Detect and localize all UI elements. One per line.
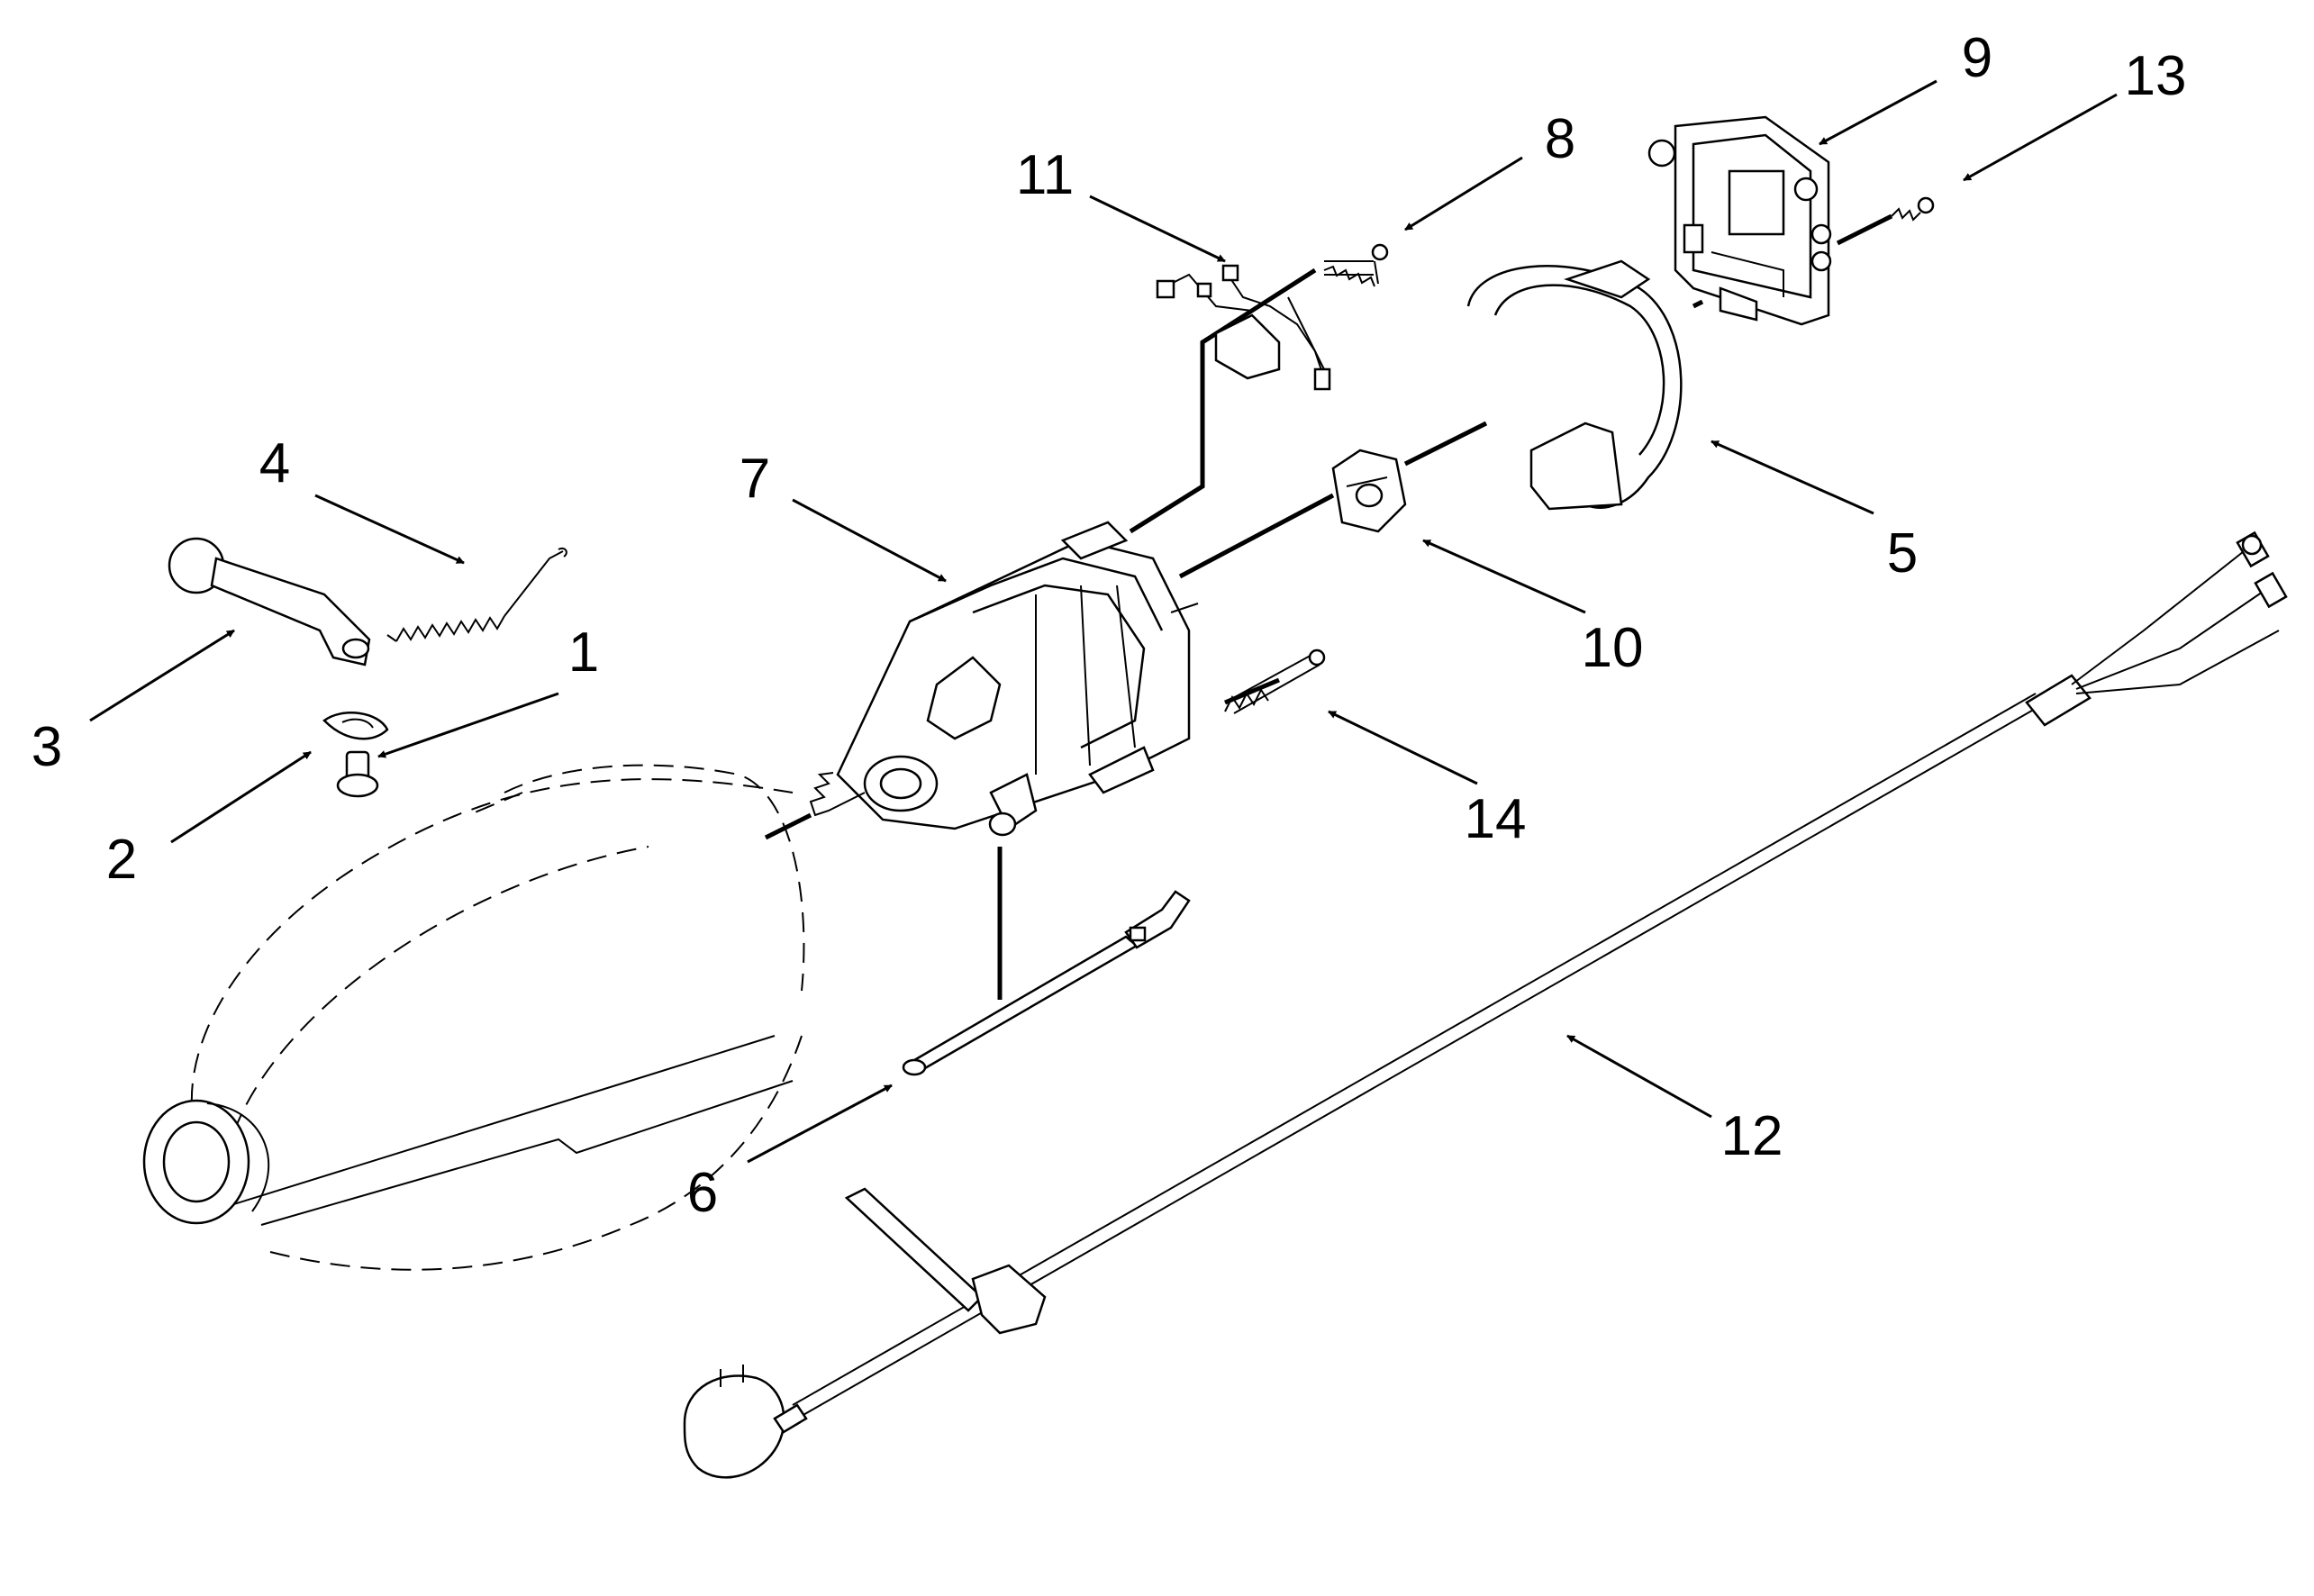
leader-2 — [170, 750, 312, 844]
callout-3: 3 — [32, 716, 62, 778]
callout-10: 10 — [1582, 617, 1644, 679]
callout-12: 12 — [1721, 1105, 1783, 1167]
leader-1 — [377, 692, 559, 758]
callout-9: 9 — [1962, 27, 1992, 89]
leader-13 — [1963, 93, 2118, 182]
leader-12 — [1566, 1034, 1712, 1119]
callout-11: 11 — [1016, 144, 1074, 206]
leader-6 — [747, 1084, 893, 1164]
part-8-screw — [1323, 243, 1389, 287]
callout-13: 13 — [2125, 45, 2187, 107]
leader-4 — [314, 494, 465, 565]
part-10-small-switch — [1331, 449, 1407, 533]
callout-4: 4 — [259, 432, 290, 494]
part-13-screw — [1891, 196, 1935, 222]
part-5-ring-bracket — [1466, 259, 1683, 511]
callout-labels: 1 2 3 4 5 6 7 8 9 10 11 12 13 14 — [32, 27, 2187, 1224]
callout-14: 14 — [1465, 788, 1527, 850]
leader-7 — [792, 498, 947, 583]
part-11-connector — [1156, 264, 1331, 391]
part-9-switch-block — [1647, 115, 1832, 326]
part-7-motor — [809, 521, 1199, 837]
leader-14 — [1328, 710, 1478, 785]
callout-5: 5 — [1887, 522, 1918, 585]
housing-outline — [142, 764, 805, 1271]
leader-8 — [1404, 156, 1523, 231]
leader-10 — [1422, 539, 1586, 614]
leader-arrows — [89, 79, 2118, 1164]
callout-7: 7 — [740, 448, 770, 510]
leader-11 — [1089, 195, 1226, 263]
part-3-lever — [168, 537, 371, 667]
callout-2: 2 — [106, 829, 137, 891]
leader-3 — [89, 629, 235, 722]
leader-9 — [1819, 79, 1937, 146]
part-6-strap — [902, 890, 1191, 1076]
callout-6: 6 — [687, 1162, 718, 1224]
part-1-screw — [336, 750, 379, 798]
callout-8: 8 — [1545, 108, 1575, 170]
callout-1: 1 — [568, 621, 599, 684]
assembly-axis-lines — [764, 213, 1893, 1000]
part-2-washer — [322, 712, 389, 740]
leader-5 — [1711, 440, 1874, 515]
part-12-power-cord — [683, 530, 2288, 1479]
part-4-spring — [386, 548, 567, 642]
part-14-screw — [1224, 648, 1326, 714]
